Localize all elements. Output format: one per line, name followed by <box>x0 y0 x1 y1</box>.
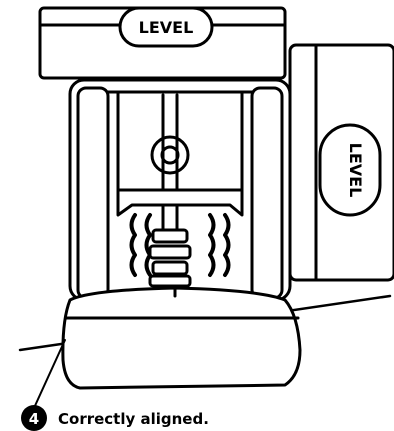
side-level-label: LEVEL <box>346 143 365 198</box>
step-marker: 4 Correctly aligned. <box>21 405 209 431</box>
transducer <box>63 288 300 388</box>
side-level-block <box>290 45 394 280</box>
step-number: 4 <box>29 410 39 428</box>
center-nut <box>150 230 190 286</box>
top-level-label: LEVEL <box>139 18 194 37</box>
step-caption: Correctly aligned. <box>58 410 209 428</box>
leader-line <box>34 340 65 408</box>
